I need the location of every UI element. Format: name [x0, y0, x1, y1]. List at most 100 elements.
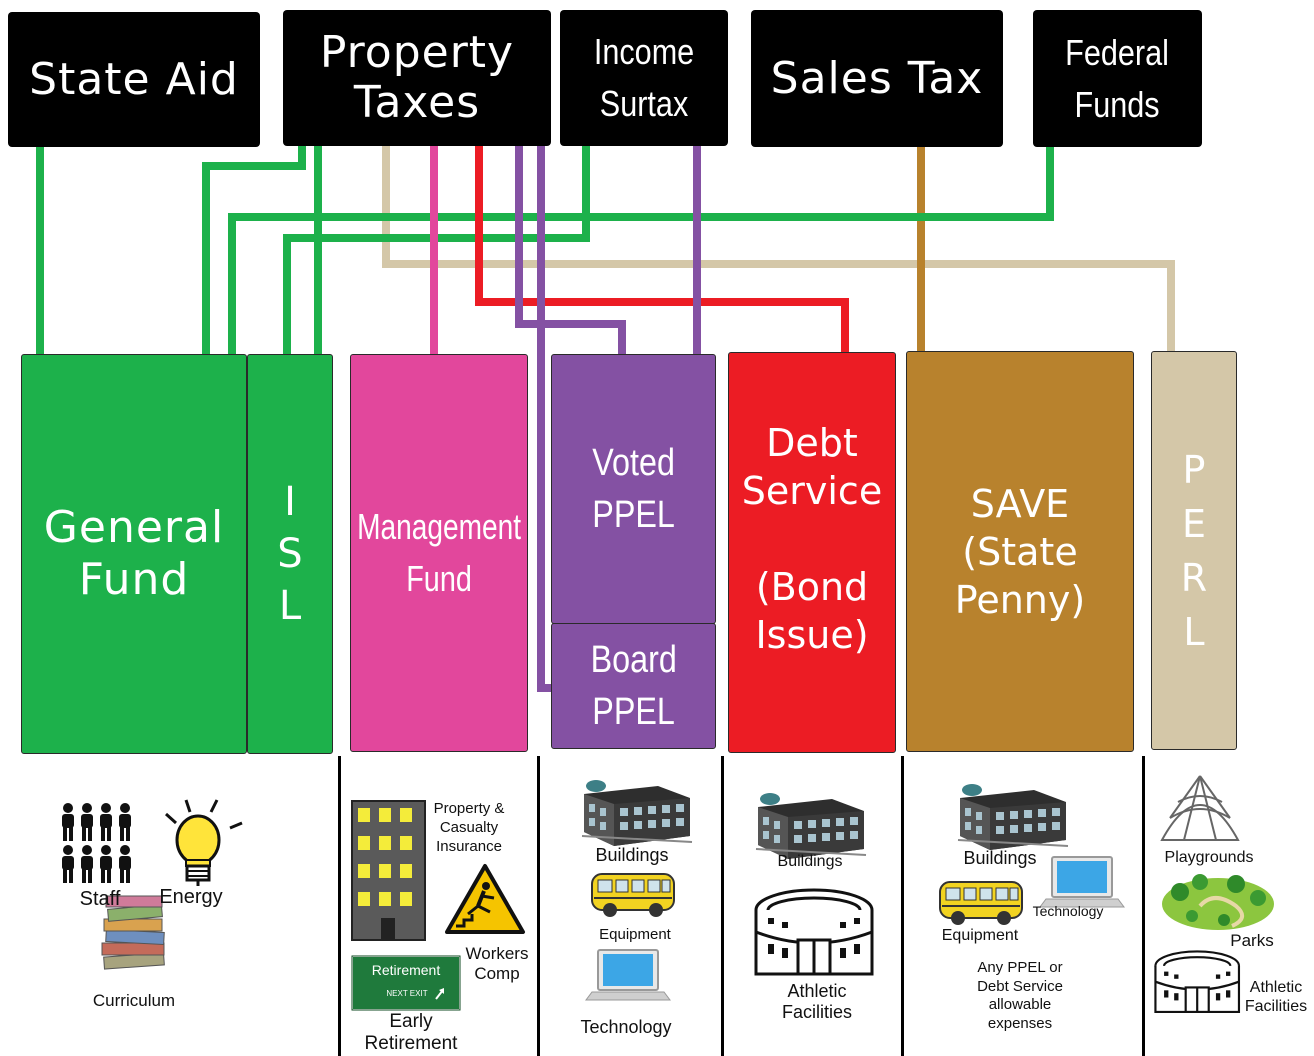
- source-federal-funds-line1: Federal: [1065, 31, 1170, 73]
- fund-debt-service-line3: (Bond: [755, 565, 869, 609]
- source-income-surtax: Income Surtax: [560, 10, 728, 146]
- flow-line-property-board: [537, 145, 552, 692]
- fund-debt-service: Debt Service (Bond Issue): [728, 352, 896, 753]
- source-sales-tax: Sales Tax: [751, 10, 1003, 147]
- flow-line-property-voted: [515, 145, 626, 356]
- staff-person-icon: [62, 803, 74, 841]
- use-staff-label: Staff: [79, 888, 121, 910]
- staff-person-icon: [62, 845, 74, 883]
- playground-dome-icon: [1160, 775, 1240, 841]
- source-income-surtax-line1: Income: [593, 31, 695, 72]
- debt-buildings-icon: [755, 792, 867, 860]
- use-debt-athletic-line2: Facilities: [781, 1002, 852, 1022]
- fund-debt-service-line4: Issue): [755, 613, 869, 657]
- fund-isl-letter1: I: [284, 479, 296, 525]
- use-curriculum-label: Curriculum: [92, 991, 176, 1010]
- use-save-buildings-label: Buildings: [963, 848, 1037, 868]
- staff-person-icon: [81, 845, 93, 883]
- fund-management-line2: Fund: [406, 558, 472, 599]
- divider-1: [338, 756, 341, 1056]
- fund-save-line2: (State: [962, 529, 1078, 574]
- use-perl-athletic-line1: Athletic: [1249, 979, 1303, 996]
- use-ppel-buildings-label: Buildings: [595, 845, 669, 865]
- ppel-technology-laptop-icon: [585, 949, 671, 1001]
- fund-management-line1: Management: [357, 506, 521, 547]
- use-insurance-label: Property & Casualty Insurance: [420, 799, 518, 856]
- use-save-equipment-label: Equipment: [941, 927, 1019, 944]
- perl-athletic-stadium-icon: [1154, 950, 1241, 1013]
- flow-line-federal-general: [228, 145, 1054, 356]
- use-perl-parks-label: Parks: [1230, 931, 1274, 950]
- use-debt-athletic-line1: Athletic: [787, 981, 847, 1001]
- source-state-aid-label: State Aid: [29, 53, 239, 105]
- divider-3: [721, 756, 724, 1056]
- fund-perl-letter3: R: [1180, 555, 1208, 600]
- retirement-sign-icon: [351, 955, 461, 1011]
- fund-isl-letter2: S: [277, 531, 303, 577]
- use-ppel-technology-label: Technology: [580, 1017, 672, 1037]
- source-property-taxes-line2: Taxes: [353, 77, 481, 128]
- source-property-taxes: Property Taxes: [283, 10, 551, 146]
- use-workers-comp-label: Workers Comp: [458, 944, 536, 984]
- use-early-retirement-line2: Retirement: [364, 1033, 458, 1054]
- use-save-note: Any PPEL or Debt Service allowable expen…: [960, 959, 1080, 1033]
- insurance-building-icon: [351, 800, 426, 941]
- staff-person-icon: [100, 845, 112, 883]
- fund-isl-letter3: L: [278, 583, 302, 629]
- use-save-note-line1: Any PPEL or: [977, 959, 1063, 976]
- divider-2: [537, 756, 540, 1056]
- fund-save: SAVE (State Penny): [906, 351, 1134, 752]
- fund-save-line1: SAVE: [970, 481, 1070, 526]
- use-save-technology-label: Technology: [1032, 903, 1104, 919]
- divider-4: [901, 756, 904, 1056]
- staff-icon: [62, 803, 131, 883]
- fund-debt-service-line1: Debt: [766, 421, 858, 465]
- fund-general-line1: General: [43, 502, 225, 553]
- source-sales-tax-label: Sales Tax: [770, 52, 984, 104]
- fund-board-ppel-line1: Board: [590, 639, 677, 681]
- divider-5: [1142, 756, 1145, 1056]
- fund-debt-service-line2: Service: [741, 469, 883, 513]
- retirement-sign-next-exit: NEXT EXIT: [386, 989, 428, 998]
- use-insurance-line2: Casualty: [439, 819, 499, 836]
- use-debt-athletic-label: Athletic Facilities: [756, 981, 878, 1023]
- parks-icon: [1162, 874, 1274, 930]
- source-income-surtax-line2: Surtax: [599, 83, 689, 124]
- use-early-retirement-line1: Early: [389, 1011, 433, 1032]
- use-save-note-line2: Debt Service: [977, 977, 1063, 995]
- use-insurance-line1: Property &: [433, 800, 505, 817]
- use-early-retirement-label: Early Retirement: [350, 1011, 472, 1055]
- fund-perl-letter1: P: [1182, 447, 1206, 492]
- workers-comp-warning-icon: [445, 864, 525, 934]
- fund-perl: P E R L: [1151, 351, 1237, 750]
- use-perl-athletic-label: Athletic Facilities: [1240, 978, 1312, 1016]
- use-save-note-line3: allowable: [988, 996, 1052, 1013]
- source-federal-funds-line2: Funds: [1074, 83, 1161, 125]
- fund-save-line3: Penny): [954, 577, 1086, 622]
- staff-person-icon: [119, 845, 131, 883]
- fund-general: General Fund: [21, 354, 247, 754]
- staff-person-icon: [100, 803, 112, 841]
- fund-voted-ppel: Voted PPEL: [551, 354, 716, 624]
- use-workers-comp-line2: Comp: [474, 964, 520, 983]
- use-workers-comp-line1: Workers: [465, 944, 529, 963]
- use-insurance-line3: Insurance: [436, 838, 502, 855]
- fund-voted-ppel-line1: Voted: [592, 442, 675, 484]
- use-perl-athletic-line2: Facilities: [1244, 998, 1308, 1015]
- ppel-equipment-bus-icon: [591, 873, 675, 918]
- flow-line-property-debt: [475, 145, 849, 354]
- flow-line-property-general: [202, 145, 306, 356]
- save-buildings-icon: [957, 783, 1069, 851]
- fund-voted-ppel-line2: PPEL: [592, 494, 675, 536]
- staff-person-icon: [119, 803, 131, 841]
- save-equipment-bus-icon: [939, 881, 1023, 926]
- fund-general-line2: Fund: [78, 554, 190, 605]
- energy-icon: [164, 799, 243, 886]
- fund-management: Management Fund: [350, 354, 528, 752]
- source-federal-funds: Federal Funds: [1033, 10, 1202, 147]
- fund-isl: I S L: [247, 354, 333, 754]
